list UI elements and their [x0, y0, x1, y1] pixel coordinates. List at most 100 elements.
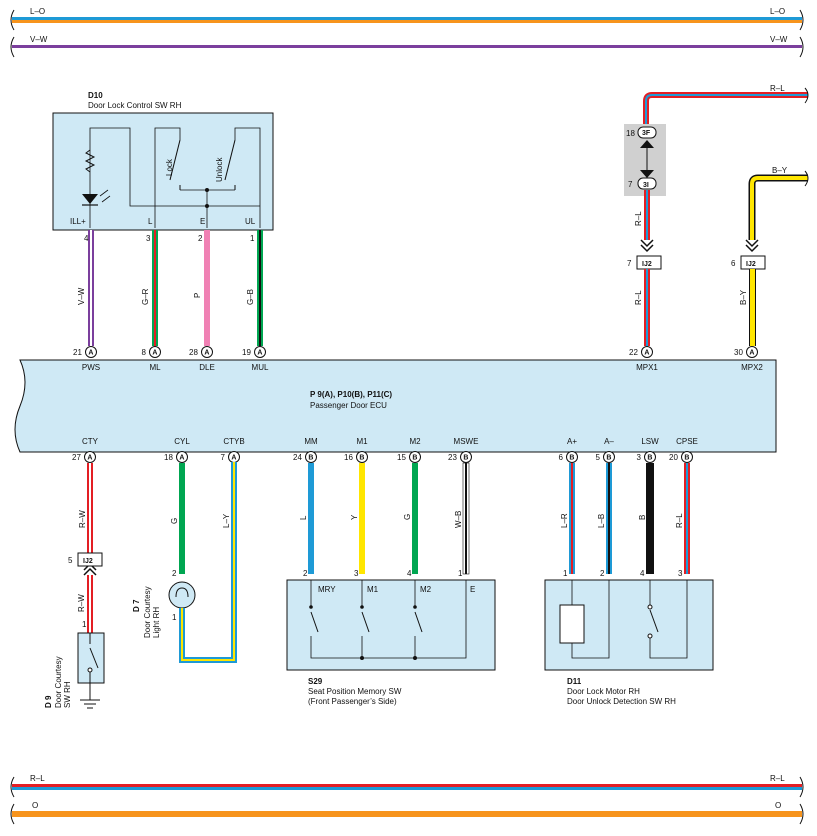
d7-name-line2: Light RH — [152, 607, 161, 638]
bus-label-left: R–L — [30, 774, 45, 783]
pin-marker — [603, 451, 615, 463]
wire — [87, 463, 93, 553]
mpx2-bus-label: B–Y — [772, 166, 788, 175]
cty-junction-pin: 5 — [68, 556, 73, 565]
bus-wire-tracer — [12, 20, 802, 23]
pin-terminal-label: CTYB — [223, 437, 244, 446]
pin-marker — [201, 346, 213, 358]
pin-number: 24 — [293, 453, 302, 462]
pin-connector: B — [463, 455, 468, 462]
pin-terminal-label: MPX2 — [741, 363, 763, 372]
wire-body — [308, 463, 314, 574]
d10-pin-2: 2 — [198, 234, 203, 243]
d10-pin-3: 3 — [146, 234, 151, 243]
s29-term-m2: M2 — [420, 585, 432, 594]
wire-label: Y — [350, 514, 359, 520]
d9-body — [77, 632, 105, 684]
pin-terminal-label: LSW — [641, 437, 659, 446]
d7-pin-top: 2 — [172, 569, 177, 578]
bus-top-2: V–W V–W — [10, 35, 804, 58]
s29-name-line1: Seat Position Memory SW — [308, 687, 402, 696]
s29-term-mry: MRY — [318, 585, 336, 594]
s29-pin-4: 4 — [407, 569, 412, 578]
wire-label-p: P — [193, 293, 202, 298]
d10-wires: 4 V–W 3 G–R 2 P 1 G–B — [77, 230, 263, 346]
pin-connector: A — [749, 350, 754, 357]
wire-label: L–B — [597, 514, 606, 528]
d11-component: 1 2 4 3 D11 Door Lock Motor RH Door Unlo… — [544, 569, 714, 706]
mpx2-junction-pin: 6 — [731, 259, 736, 268]
pin-connector: B — [412, 455, 417, 462]
bus-label-right: V–W — [770, 35, 788, 44]
wire-tracer — [89, 463, 91, 553]
wire-body — [412, 463, 418, 574]
conn-3f-code: 3F — [642, 130, 651, 137]
wire — [646, 463, 654, 574]
mpx1-wire-label-upper: R–L — [634, 211, 643, 226]
s29-term-e: E — [470, 585, 475, 594]
d9-name-line2: SW RH — [63, 681, 72, 708]
pin-marker — [85, 346, 97, 358]
pin-marker — [356, 451, 368, 463]
motor-icon — [559, 604, 585, 644]
wire — [308, 463, 314, 574]
pin-terminal-label: MPX1 — [636, 363, 658, 372]
pin-number: 5 — [596, 453, 601, 462]
d11-name-line2: Door Unlock Detection SW RH — [567, 697, 676, 706]
wire-tracer — [686, 463, 688, 574]
s29-pin-2: 2 — [303, 569, 308, 578]
pin-number: 28 — [189, 348, 198, 357]
bulb-icon — [168, 581, 196, 609]
pin-connector: B — [569, 455, 574, 462]
bus-wire-base — [12, 17, 802, 20]
wire-body — [646, 463, 654, 574]
pin-marker — [681, 451, 693, 463]
mpx2-junction-code: IJ2 — [746, 261, 756, 268]
pin-connector: A — [87, 455, 92, 462]
wire — [606, 463, 612, 574]
d7-pin-bot: 1 — [172, 613, 177, 622]
bus-label-right: L–O — [770, 7, 785, 16]
pin-connector: A — [152, 350, 157, 357]
pin-number: 30 — [734, 348, 743, 357]
pin-terminal-label: CYL — [174, 437, 190, 446]
d10-pin-1: 1 — [250, 234, 255, 243]
pin-marker — [460, 451, 472, 463]
bus-break-left — [10, 36, 15, 58]
pin-number: 8 — [142, 348, 147, 357]
d11-pin-1: 1 — [563, 569, 568, 578]
mpx2-branch: B–Y IJ2 6 B–Y — [731, 166, 809, 346]
wire — [179, 463, 185, 574]
pin-marker — [566, 451, 578, 463]
pin-terminal-label: ML — [149, 363, 161, 372]
s29-body — [286, 579, 496, 671]
bus-label-left: O — [32, 801, 38, 810]
d11-name-line1: Door Lock Motor RH — [567, 687, 640, 696]
d9-component: IJ2 5 R–W 1 D 9 Door Courtesy SW RH — [44, 552, 105, 709]
d7-component: 2 1 D 7 Door Courtesy Light RH — [132, 462, 237, 663]
d7-code: D 7 — [132, 599, 141, 612]
pin-connector: B — [684, 455, 689, 462]
pin-terminal-label: PWS — [82, 363, 100, 372]
bus-top-1: L–O L–O — [10, 7, 804, 31]
wire-label: G — [403, 514, 412, 520]
pin-connector: A — [179, 455, 184, 462]
d11-pin-2: 2 — [600, 569, 605, 578]
d10-term-ul: UL — [245, 217, 256, 226]
wire-tracer — [608, 463, 610, 574]
pin-number: 16 — [344, 453, 353, 462]
bus-label-right: R–L — [770, 774, 785, 783]
wire-label-gr: G–R — [141, 288, 150, 305]
bus-label-right: O — [775, 801, 781, 810]
pin-marker — [644, 451, 656, 463]
d9-pin: 1 — [82, 620, 87, 629]
